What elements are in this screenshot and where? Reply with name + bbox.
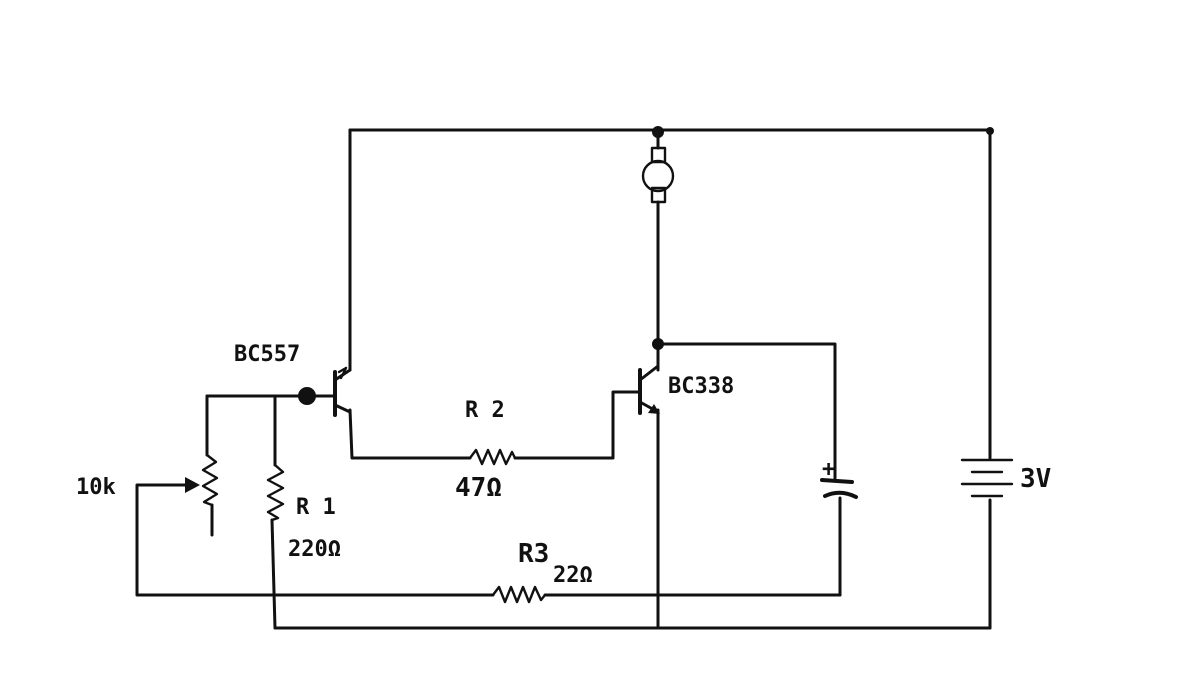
junction-bc557-base [298,387,316,405]
battery-voltage-label: 3V [1020,464,1051,494]
r3-resistor-icon [491,585,547,604]
bc338-label: BC338 [668,374,734,399]
pot-label: 10k [76,475,116,500]
bc557-transistor-icon [333,366,352,417]
junction-top-right [986,127,994,135]
collector-to-capacitor-wire [656,342,837,480]
capacitor-icon [820,478,858,499]
battery-icon [960,458,1014,498]
wiring [135,128,992,630]
potentiometer-icon [185,453,219,507]
r3-value-label: 22Ω [553,563,593,588]
junction-collector [652,338,664,350]
r1-value-label: 220Ω [288,537,341,562]
r2-value-label: 47Ω [455,473,502,503]
junction-top-motor [652,126,664,138]
bc557-label: BC557 [234,342,300,367]
capacitor-polarity-label: + [822,457,835,482]
bc557-collector-wire [348,408,472,460]
bc338-transistor-icon [638,364,660,415]
r1-name-label: R 1 [296,495,336,520]
r2-resistor-icon [468,448,517,466]
r2-to-bc338-base-wire [513,390,642,460]
r1-bottom-wire [270,518,277,630]
r3-name-label: R3 [518,539,549,569]
pot-wiper-wire [135,483,495,597]
r1-resistor-icon [266,463,285,522]
motor-icon [641,146,675,204]
r2-name-label: R 2 [465,398,505,423]
